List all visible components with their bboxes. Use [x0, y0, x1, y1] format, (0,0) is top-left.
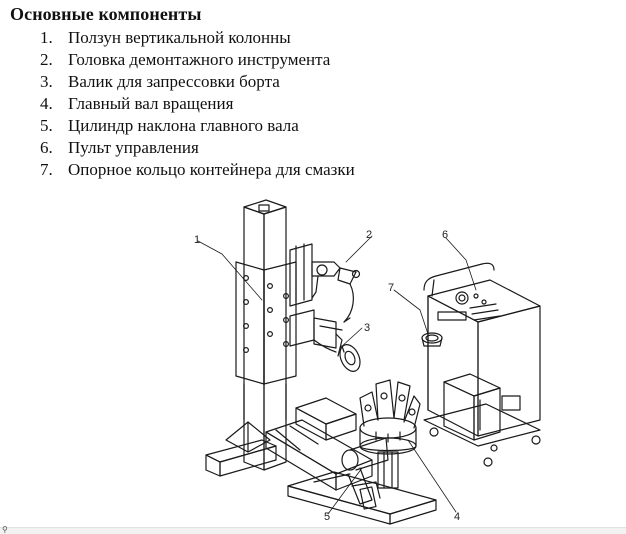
list-item: 6.Пульт управления — [40, 138, 199, 157]
components-list: 1.Ползун вертикальной колонны 2.Головка … — [40, 27, 355, 181]
demount-tool-head — [289, 243, 361, 323]
list-item: 5.Цилиндр наклона главного вала — [40, 116, 299, 135]
main-rotation-shaft — [359, 379, 421, 489]
footer-strip — [0, 527, 626, 534]
footer-marker-icon: ⚲ — [2, 525, 8, 534]
machine-line-drawing: 1 2 3 4 5 6 7 — [194, 199, 541, 525]
callout-3: 3 — [364, 322, 370, 334]
callout-6: 6 — [442, 229, 448, 241]
list-item: 3.Валик для запрессовки борта — [40, 72, 280, 91]
callout-5: 5 — [324, 511, 330, 523]
callout-1: 1 — [194, 234, 200, 246]
vertical-column — [235, 199, 297, 471]
list-item: 7.Опорное кольцо контейнера для смазки — [40, 160, 355, 179]
list-item: 4.Главный вал вращения — [40, 94, 234, 113]
callout-labels: 1 2 3 4 5 6 7 — [194, 229, 460, 523]
leader-lines — [197, 235, 477, 515]
list-item: 1.Ползун вертикальной колонны — [40, 28, 291, 47]
callout-4: 4 — [454, 511, 460, 523]
grease-container-ring — [421, 332, 443, 347]
callout-7: 7 — [388, 282, 394, 294]
control-console — [423, 262, 541, 467]
bead-press-roller — [289, 309, 361, 372]
base-frame — [205, 397, 437, 525]
list-item: 2.Головка демонтажного инструмента — [40, 50, 331, 69]
section-heading: Основные компоненты — [10, 4, 202, 24]
callout-2: 2 — [366, 229, 372, 241]
tilt-cylinder — [341, 437, 389, 510]
